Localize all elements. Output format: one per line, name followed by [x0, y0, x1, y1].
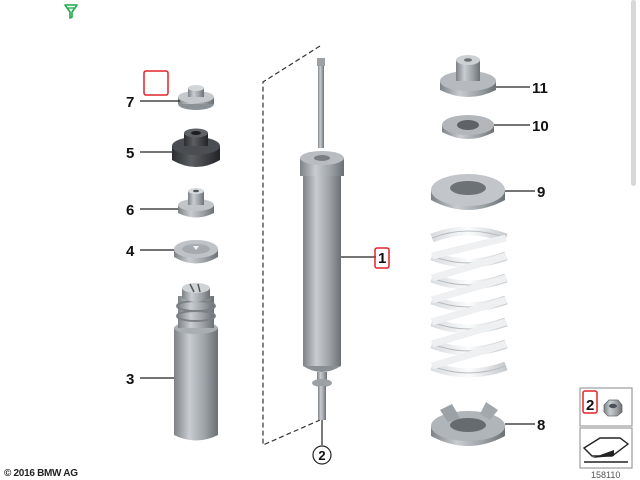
callout-lines: [140, 86, 535, 445]
part-5-support-bearing: [172, 128, 220, 167]
filter-pin-icon[interactable]: [64, 4, 78, 19]
part-10-spring-isolator: [442, 115, 494, 139]
part-9-spring-seat: [431, 174, 505, 210]
part-1-shock-absorber: [300, 58, 344, 420]
part-6-bushing: [178, 188, 214, 218]
callout-2: 2: [318, 448, 325, 463]
part-8-lower-spring-seat: [431, 402, 505, 446]
part-3-bump-stop: [174, 283, 218, 441]
callout-1[interactable]: 1: [378, 250, 386, 267]
callout-9[interactable]: 9: [537, 184, 545, 201]
callout-5[interactable]: 5: [126, 145, 134, 162]
assembly-bracket: [262, 45, 321, 446]
diagram-number: 158110: [591, 470, 621, 480]
part-4-supporting-disc: [174, 240, 218, 264]
callout-2-circled[interactable]: 2: [312, 445, 332, 465]
copyright-text: © 2016 BMW AG: [4, 468, 78, 479]
inset-callout-2: 2: [586, 397, 594, 414]
inset-nut-panel[interactable]: 2: [579, 387, 633, 427]
ramp-icon[interactable]: [579, 427, 633, 469]
callout-8[interactable]: 8: [537, 417, 545, 434]
highlight-box-1[interactable]: [374, 247, 390, 269]
vertical-scrollbar[interactable]: [631, 0, 636, 186]
part-11-spring-pad: [440, 55, 496, 97]
callout-6[interactable]: 6: [126, 202, 134, 219]
highlight-box-7[interactable]: [143, 70, 169, 96]
highlight-box-2: [582, 390, 598, 414]
callout-3[interactable]: 3: [126, 371, 134, 388]
callout-10[interactable]: 10: [532, 118, 549, 135]
callout-7[interactable]: 7: [126, 94, 134, 111]
callout-4[interactable]: 4: [126, 243, 135, 260]
hex-nut-icon: [603, 399, 623, 417]
callout-11[interactable]: 11: [532, 80, 548, 97]
part-7-mount-nut: [178, 85, 214, 110]
